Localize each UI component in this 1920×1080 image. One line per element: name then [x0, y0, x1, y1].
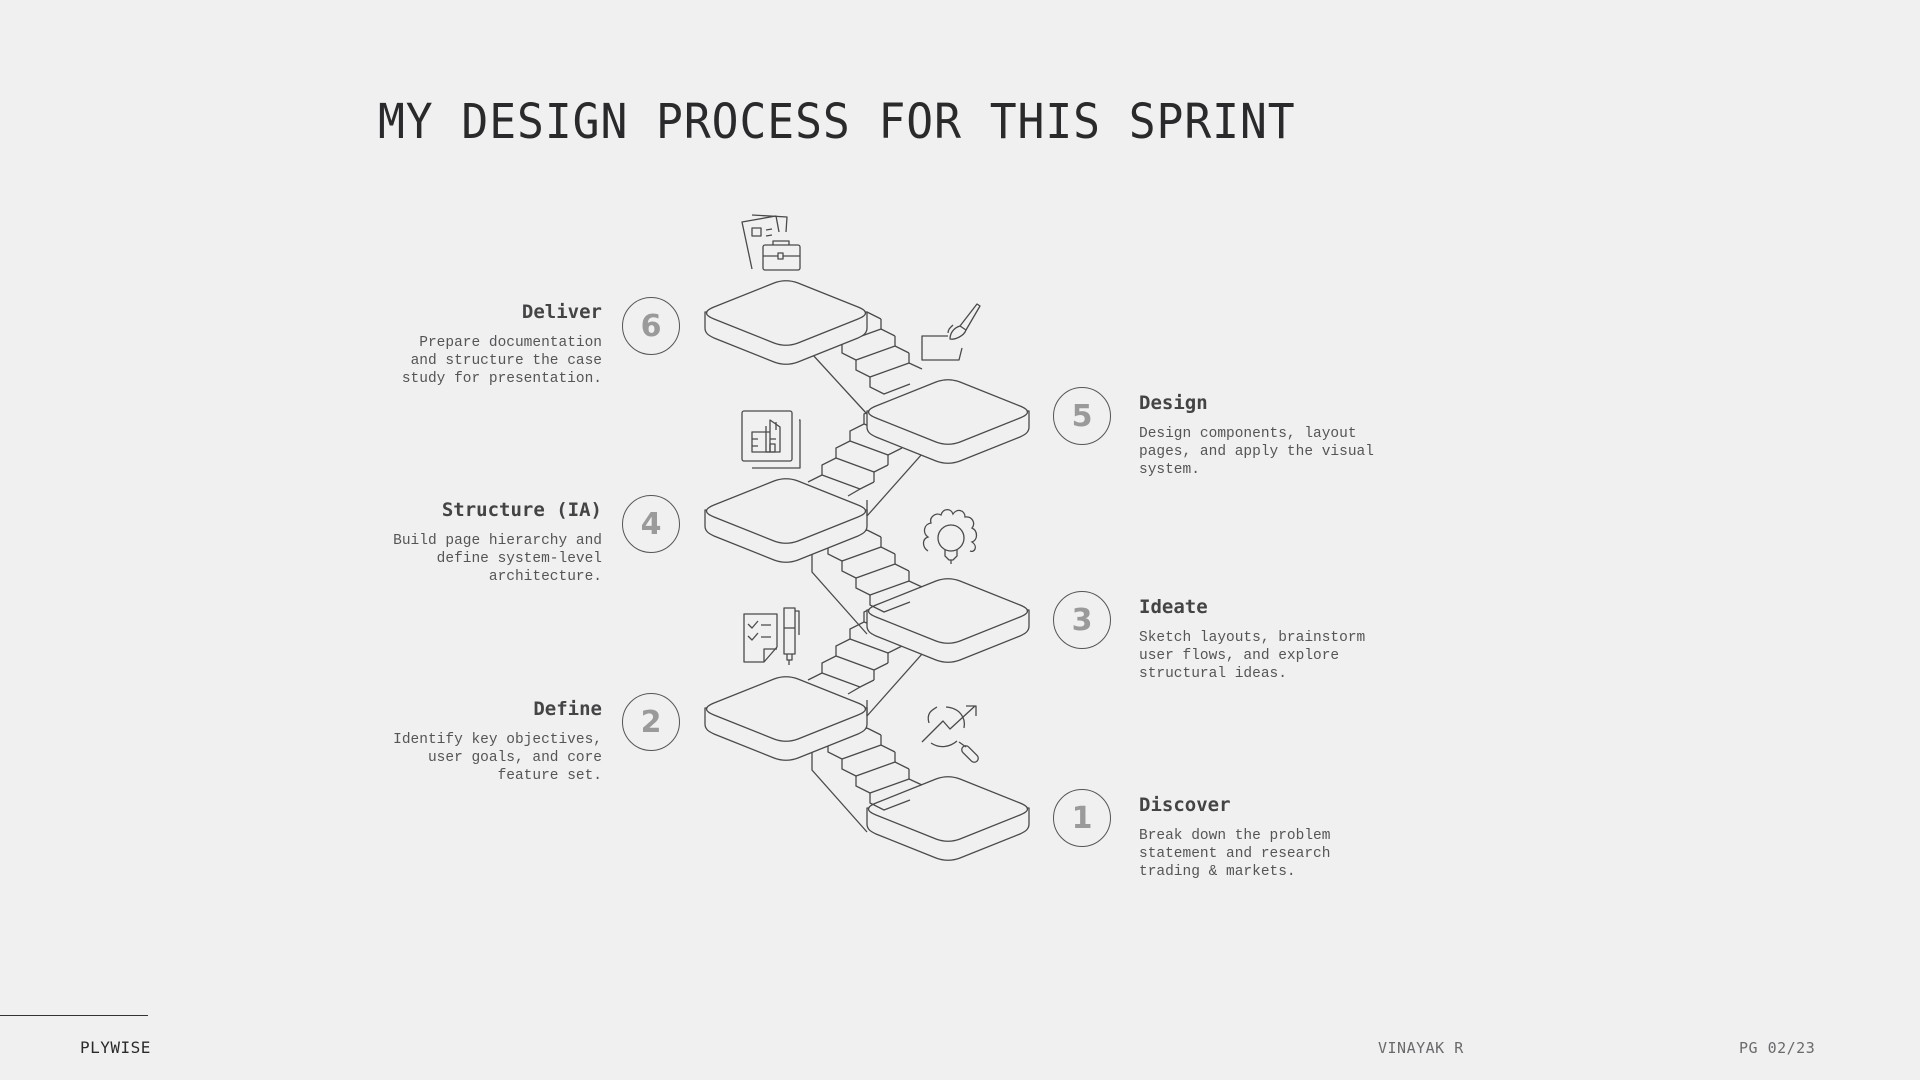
footer-author: VINAYAK R — [1378, 1039, 1464, 1057]
step-description: Build page hierarchy and define system-l… — [393, 533, 602, 585]
gear-lightbulb-icon — [922, 508, 978, 564]
briefcase-documents-icon — [741, 214, 801, 271]
step-title: Structure (IA) — [441, 499, 602, 521]
step-description: Identify key objectives, user goals, and… — [393, 732, 602, 784]
step-title: Define — [533, 698, 602, 720]
step-title: Design — [1139, 392, 1208, 414]
step-design: Design Design components, layout pages, … — [1139, 391, 1439, 479]
step-description: Break down the problem statement and res… — [1139, 828, 1331, 880]
footer-divider — [0, 1015, 148, 1016]
page-number: PG 02/23 — [1739, 1039, 1816, 1057]
checklist-pen-icon — [743, 607, 800, 665]
step-discover: Discover Break down the problem statemen… — [1139, 793, 1439, 881]
page-title: MY DESIGN PROCESS FOR THIS SPRINT — [378, 94, 1296, 150]
step-structure: Structure (IA) Build page hierarchy and … — [302, 498, 602, 586]
paintbrush-icon — [921, 303, 981, 361]
chart-magnifier-icon — [921, 705, 979, 763]
step-description: Design components, layout pages, and app… — [1139, 426, 1374, 478]
step-define: Define Identify key objectives, user goa… — [302, 697, 602, 785]
step-title: Ideate — [1139, 596, 1208, 618]
step-ideate: Ideate Sketch layouts, brainstorm user f… — [1139, 595, 1439, 683]
step-description: Prepare documentation and structure the … — [401, 335, 602, 387]
step-description: Sketch layouts, brainstorm user flows, a… — [1139, 630, 1366, 682]
step-number-badge: 4 — [622, 495, 680, 553]
step-number-badge: 3 — [1053, 591, 1111, 649]
step-number-badge: 2 — [622, 693, 680, 751]
step-title: Discover — [1139, 794, 1231, 816]
step-number-badge: 6 — [622, 297, 680, 355]
building-blueprint-icon — [741, 410, 801, 469]
step-number-badge: 1 — [1053, 789, 1111, 847]
step-number-badge: 5 — [1053, 387, 1111, 445]
step-title: Deliver — [521, 301, 602, 323]
step-deliver: Deliver Prepare documentation and struct… — [302, 300, 602, 388]
footer-brand: PLYWISE — [80, 1038, 151, 1057]
